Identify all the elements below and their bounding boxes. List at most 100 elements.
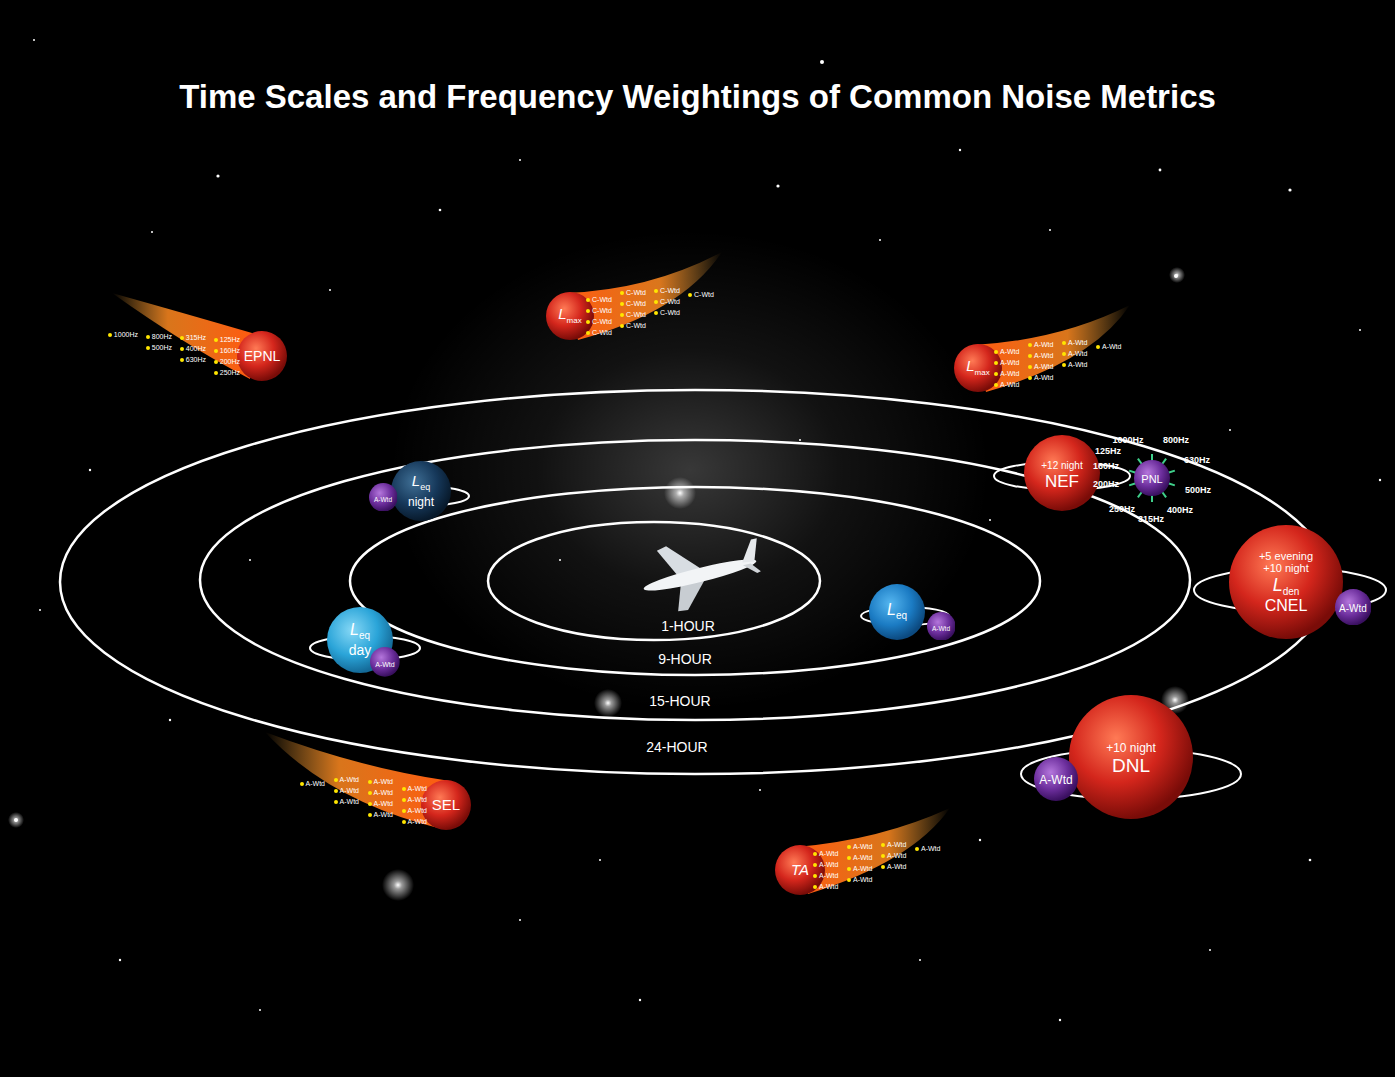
body-fill	[421, 780, 471, 830]
text-line: SEL	[432, 797, 460, 814]
body-fill	[1229, 525, 1343, 639]
star	[259, 1009, 261, 1011]
tail-label: 1000Hz	[108, 331, 138, 339]
tail-label: A-Wtd	[847, 876, 872, 884]
star	[329, 289, 331, 291]
spike	[1151, 495, 1153, 502]
spike	[1151, 454, 1153, 461]
star	[979, 839, 981, 841]
orbit-label: 9-HOUR	[658, 652, 712, 667]
node-text: +10 night	[1106, 741, 1156, 755]
frequency-label: 800Hz	[1163, 436, 1189, 446]
frequency-label: 1000Hz	[1112, 436, 1143, 446]
star	[169, 719, 171, 721]
star	[33, 39, 35, 41]
spike	[1138, 492, 1142, 498]
spike	[1162, 459, 1166, 465]
node-text: A-Wtd	[375, 661, 394, 668]
tail-label: 315Hz	[180, 334, 206, 342]
node-text: eq	[420, 482, 430, 492]
frequency-label: 400Hz	[1167, 506, 1193, 516]
node-text: A-Wtd	[932, 625, 950, 632]
tail-label: A-Wtd	[847, 854, 872, 862]
star	[249, 559, 251, 561]
star	[1209, 949, 1211, 951]
tail-label: A-Wtd	[994, 370, 1019, 378]
tail-label: C-Wtd	[688, 291, 714, 299]
text-line: A-Wtd	[375, 654, 394, 671]
planet-body	[1229, 525, 1343, 639]
bright-star	[664, 477, 696, 509]
bright-star	[594, 689, 622, 717]
text-line: +5 evening +10 night	[1258, 550, 1315, 576]
tail-label: 250Hz	[214, 369, 240, 377]
star	[599, 859, 601, 861]
node-text: day	[349, 641, 372, 657]
tail-label: A-Wtd	[334, 798, 359, 806]
body-fill	[369, 483, 398, 512]
body-fill	[1034, 757, 1078, 801]
orbit-label: 15-HOUR	[649, 694, 710, 709]
node-label: Leqnight	[408, 473, 434, 509]
node-text: max	[975, 368, 990, 377]
node-label: TA	[791, 862, 809, 879]
star	[39, 609, 41, 611]
bright-star	[1169, 267, 1185, 283]
bright-star	[8, 812, 24, 828]
node-label: Lmax	[558, 306, 581, 326]
tail-label: A-Wtd	[402, 807, 427, 815]
tail-label: 630Hz	[180, 356, 206, 364]
node-label: Leq	[887, 602, 907, 622]
text-line: A-Wtd	[932, 618, 950, 635]
tail-label: A-Wtd	[881, 852, 906, 860]
star	[1049, 229, 1051, 231]
tail-label: A-Wtd	[1028, 341, 1053, 349]
planet: EPNL	[237, 331, 287, 381]
node-label: +12 nightNEF	[1041, 456, 1082, 491]
frequency-label: 500Hz	[1185, 486, 1211, 496]
tail-label: A-Wtd	[1028, 363, 1053, 371]
text-line: day	[349, 641, 372, 658]
frequency-label: 250Hz	[1109, 505, 1135, 515]
star	[919, 959, 921, 961]
body-fill	[1024, 435, 1100, 511]
node-label: +10 nightDNL	[1106, 739, 1156, 776]
tail-label: A-Wtd	[813, 883, 838, 891]
star	[1059, 1019, 1061, 1021]
tail-label: C-Wtd	[586, 296, 612, 304]
tail-label: 400Hz	[180, 345, 206, 353]
tail-label: A-Wtd	[1062, 339, 1087, 347]
tail-label: 800Hz	[146, 333, 172, 341]
star	[759, 789, 761, 791]
frequency-label: 160Hz	[1093, 462, 1119, 472]
text-line: DNL	[1106, 755, 1156, 775]
node-text: +12 night	[1041, 460, 1082, 471]
tail-label: A-Wtd	[881, 841, 906, 849]
airplane-fuselage	[642, 554, 758, 596]
text-line: Lden	[1258, 576, 1315, 598]
tail-label: A-Wtd	[1028, 352, 1053, 360]
spike	[1162, 492, 1166, 498]
star	[776, 184, 779, 187]
text-line: CNEL	[1258, 597, 1315, 614]
node-text: eq	[896, 610, 907, 621]
node-text: DNL	[1112, 754, 1150, 775]
tail-label: A-Wtd	[847, 843, 872, 851]
star	[151, 231, 153, 233]
star	[439, 209, 442, 212]
text-line: Lmax	[966, 358, 989, 378]
tail-label: A-Wtd	[994, 348, 1019, 356]
tail-label: A-Wtd	[334, 787, 359, 795]
orbit-9-hour	[350, 487, 1040, 675]
tail-label: C-Wtd	[620, 322, 646, 330]
body-fill	[370, 647, 400, 677]
node-text: EPNL	[244, 348, 281, 364]
text-line: Leq	[349, 622, 372, 642]
pnl-spikes	[1129, 454, 1175, 502]
node-text: NEF	[1045, 471, 1079, 490]
star	[1359, 329, 1361, 331]
node-label: +5 evening +10 nightLdenCNEL	[1258, 550, 1315, 614]
node-text: max	[567, 316, 582, 325]
planet: PNL	[1134, 460, 1170, 496]
